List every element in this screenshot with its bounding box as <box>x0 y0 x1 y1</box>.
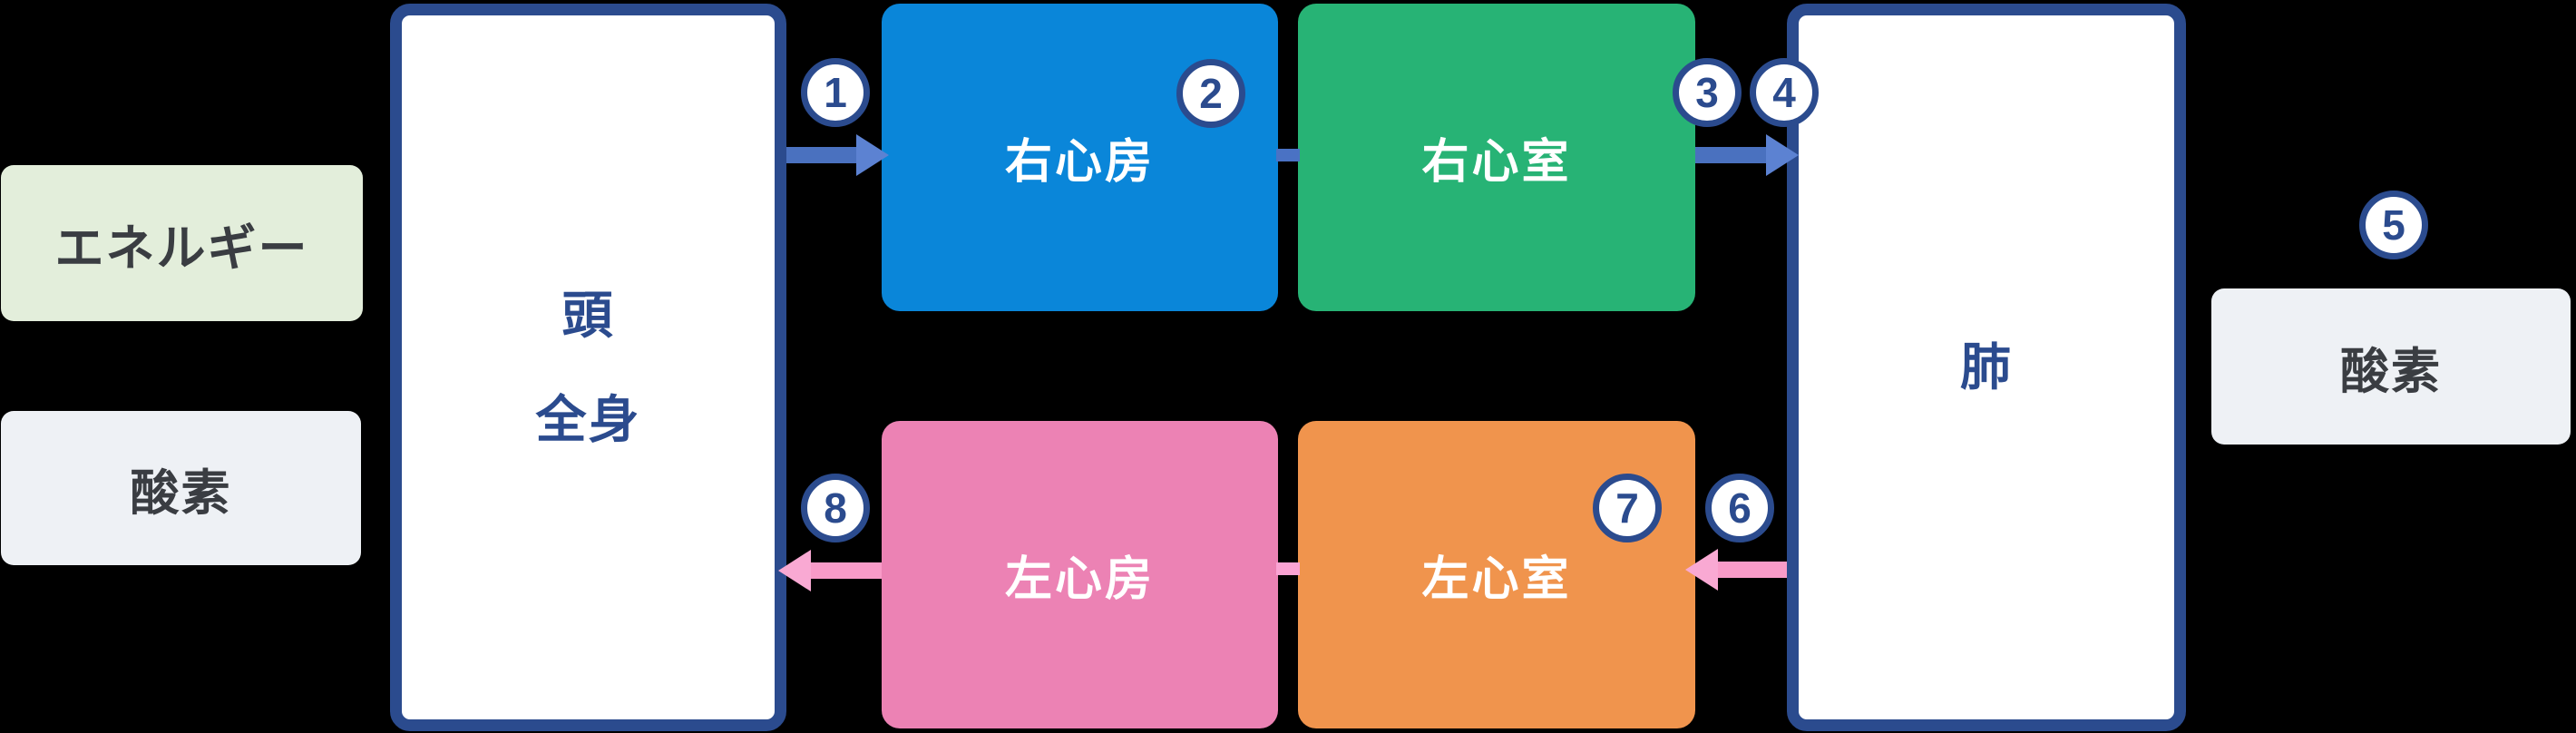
step-4-number: 4 <box>1772 69 1796 116</box>
node-right-ventricle: 右心室 <box>1298 4 1695 311</box>
flow-arrow-right-ventricle-to-lung-head <box>1766 134 1799 176</box>
step-badge-8: 8 <box>801 474 870 542</box>
flow-arrow-right-ventricle-to-lung-shaft <box>1695 147 1767 163</box>
flow-arrow-lung-to-left-ventricle-head <box>1685 549 1718 591</box>
flow-arrow-left-atrium-to-body-shaft <box>810 562 882 579</box>
right-atrium-label: 右心房 <box>1004 136 1155 189</box>
step-5-number: 5 <box>2382 201 2405 249</box>
oxygen-left-label: 酸素 <box>130 465 232 521</box>
node-lung: 肺 <box>1787 4 2186 731</box>
step-1-number: 1 <box>824 69 847 116</box>
left-atrium-label: 左心房 <box>1004 553 1155 606</box>
step-badge-4: 4 <box>1750 58 1819 127</box>
lung-label: 肺 <box>1960 338 2013 396</box>
step-badge-7: 7 <box>1593 474 1662 542</box>
step-7-number: 7 <box>1615 484 1639 532</box>
connector-right-atrium-to-right-ventricle <box>1276 149 1300 161</box>
step-badge-1: 1 <box>801 58 870 127</box>
oxygen-right-label-box: 酸素 <box>2211 288 2571 445</box>
node-left-ventricle: 左心室 <box>1298 421 1695 728</box>
energy-label: エネルギー <box>54 220 309 276</box>
flow-arrow-body-to-right-atrium-head <box>856 134 889 176</box>
flow-arrow-left-atrium-to-body-head <box>778 550 811 591</box>
right-ventricle-label: 右心室 <box>1421 136 1572 189</box>
step-badge-5: 5 <box>2359 191 2428 259</box>
step-2-number: 2 <box>1199 70 1223 117</box>
node-right-atrium: 右心房 <box>882 4 1278 311</box>
step-3-number: 3 <box>1695 69 1719 116</box>
oxygen-right-label: 酸素 <box>2340 344 2442 399</box>
body-label-wholebody: 全身 <box>535 390 641 448</box>
body-label-head: 頭 <box>561 286 615 344</box>
left-ventricle-label: 左心室 <box>1421 553 1572 606</box>
flow-arrow-body-to-right-atrium-shaft <box>786 147 857 163</box>
node-left-atrium: 左心房 <box>882 421 1278 728</box>
oxygen-left-label-box: 酸素 <box>1 411 361 565</box>
step-6-number: 6 <box>1728 484 1751 532</box>
flow-arrow-lung-to-left-ventricle-shaft <box>1717 562 1787 578</box>
node-body: 頭 全身 <box>390 4 786 731</box>
step-badge-3: 3 <box>1673 58 1742 127</box>
step-8-number: 8 <box>824 484 847 532</box>
connector-left-ventricle-to-left-atrium <box>1276 562 1300 575</box>
energy-label-box: エネルギー <box>1 165 363 321</box>
step-badge-6: 6 <box>1705 474 1774 542</box>
step-badge-2: 2 <box>1176 59 1245 128</box>
